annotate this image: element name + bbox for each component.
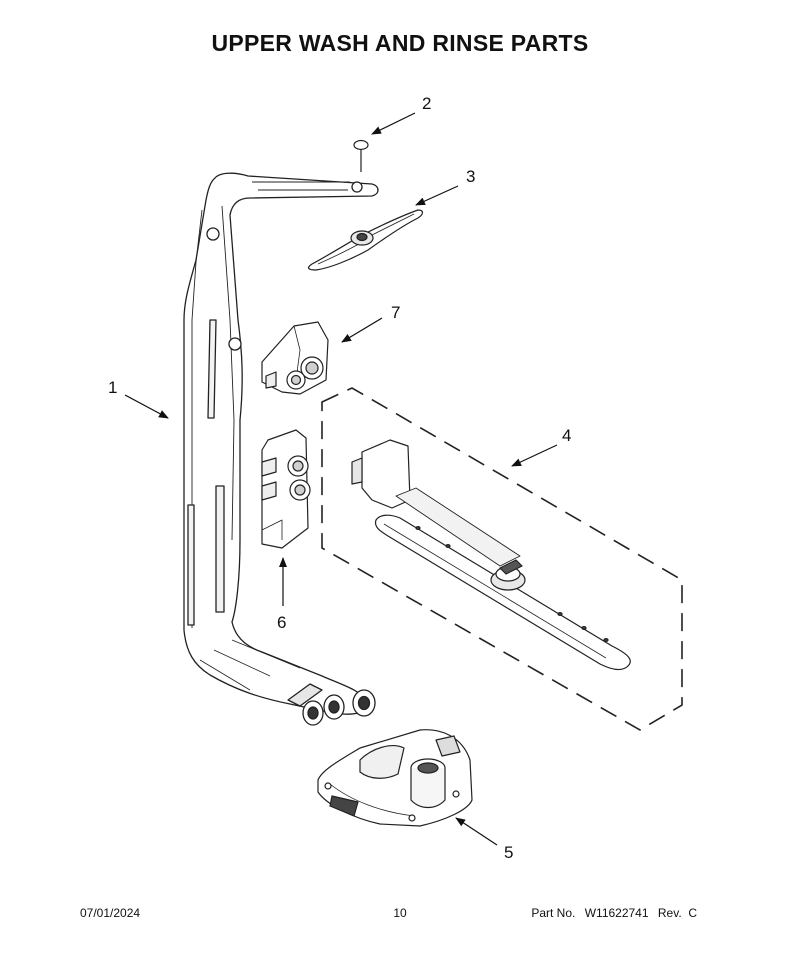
callout-labels: 1 2 3 4 5 6 7 bbox=[108, 94, 571, 862]
callout-7: 7 bbox=[391, 303, 400, 322]
upper-spray-arm-part[interactable] bbox=[307, 209, 424, 271]
callout-4: 4 bbox=[562, 426, 571, 445]
diverter-housing-part[interactable] bbox=[317, 729, 473, 827]
footer-revision: Rev. C bbox=[657, 906, 697, 920]
lower-spray-arm-assembly-part[interactable] bbox=[321, 387, 683, 731]
footer-date: 07/01/2024 bbox=[80, 906, 141, 920]
page-title: UPPER WASH AND RINSE PARTS bbox=[211, 30, 589, 56]
callout-6: 6 bbox=[277, 613, 286, 632]
callout-5: 5 bbox=[504, 843, 513, 862]
feed-tube-part[interactable] bbox=[183, 172, 379, 726]
manifold-clip-upper-part[interactable] bbox=[261, 321, 329, 395]
footer-part-label: Part No. bbox=[531, 906, 576, 920]
callout-leaders bbox=[124, 112, 558, 846]
footer-part-number: W11622741 bbox=[584, 906, 649, 920]
footer-part-info: Part No. W11622741 Rev. C bbox=[531, 906, 697, 920]
footer-page-number: 10 bbox=[393, 906, 407, 920]
callout-1: 1 bbox=[108, 378, 117, 397]
manifold-clip-lower-part[interactable] bbox=[261, 429, 311, 549]
spray-arm-cap-part[interactable] bbox=[353, 139, 369, 173]
callout-3: 3 bbox=[466, 167, 475, 186]
callout-2: 2 bbox=[422, 94, 431, 113]
